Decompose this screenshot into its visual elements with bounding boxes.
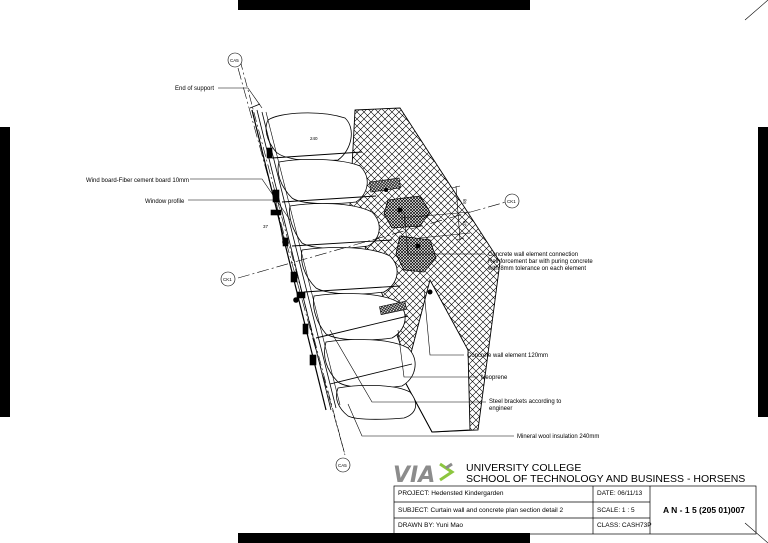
dimension-lines: 88 28 240 37: [263, 136, 467, 241]
label-wind-board: Wind board-Fiber cement board 10mm: [86, 178, 189, 184]
svg-text:28: 28: [462, 220, 467, 226]
school-logo: VIA: [393, 462, 455, 488]
class-field: CLASS: CASH73P: [597, 522, 652, 529]
label-concrete-wall: Concrete wall element 120mm: [467, 353, 548, 359]
label-concrete-connection-3: with 8mm tolerance on each element: [487, 266, 586, 272]
label-steel-brackets-1: Steel brackets according to: [489, 399, 562, 405]
label-concrete-connection-2: Reinforcement bar with puring concrete: [488, 259, 593, 265]
grid-bubble-ca5-top: CA5: [227, 52, 243, 68]
svg-text:CK1: CK1: [507, 199, 516, 204]
svg-text:37: 37: [263, 224, 269, 229]
label-mineral-wool: Mineral wool insulation 240mm: [517, 434, 599, 440]
grid-bubble-ck1-left: CK1: [220, 271, 236, 287]
title-block: [393, 485, 757, 535]
school-name: SCHOOL OF TECHNOLOGY AND BUSINESS - HORS…: [466, 473, 745, 485]
horizontal-rails: [271, 151, 413, 385]
mineral-wool-insulation: [265, 112, 417, 420]
svg-text:VIA: VIA: [393, 463, 435, 488]
subject-field: SUBJECT: Curtain wall and concrete plan …: [398, 507, 563, 514]
sheet-number: A N - 1 5 (205 01)007: [663, 505, 745, 515]
label-concrete-connection-1: Concrete wall element connection: [488, 252, 578, 258]
svg-text:240: 240: [310, 136, 318, 141]
label-neoprene: Neoprene: [481, 375, 508, 381]
svg-text:CK1: CK1: [223, 277, 232, 282]
svg-text:CA5: CA5: [338, 463, 347, 468]
label-window-profile: Window profile: [145, 199, 185, 205]
date-field: DATE: 06/11/13: [597, 490, 643, 497]
label-steel-brackets-2: engineer: [489, 406, 512, 412]
svg-text:CA5: CA5: [230, 58, 239, 63]
annotation-texts: End of support Wind board-Fiber cement b…: [86, 86, 599, 440]
section-lines: [237, 67, 507, 456]
drawn-by-field: DRAWN BY: Yuni Mao: [398, 522, 463, 529]
college-name: UNIVERSITY COLLEGE: [466, 462, 581, 474]
grid-bubble-ck1-right: CK1: [504, 193, 520, 209]
scale-field: SCALE: 1 : 5: [597, 507, 635, 514]
annotation-leaders: [188, 87, 514, 437]
svg-text:88: 88: [462, 198, 467, 204]
grid-bubble-ca5-bottom: CA5: [335, 457, 351, 473]
project-field: PROJECT: Hedensted Kindergarden: [398, 490, 504, 497]
window-profiles: [266, 147, 317, 366]
label-end-of-support: End of support: [175, 86, 214, 92]
